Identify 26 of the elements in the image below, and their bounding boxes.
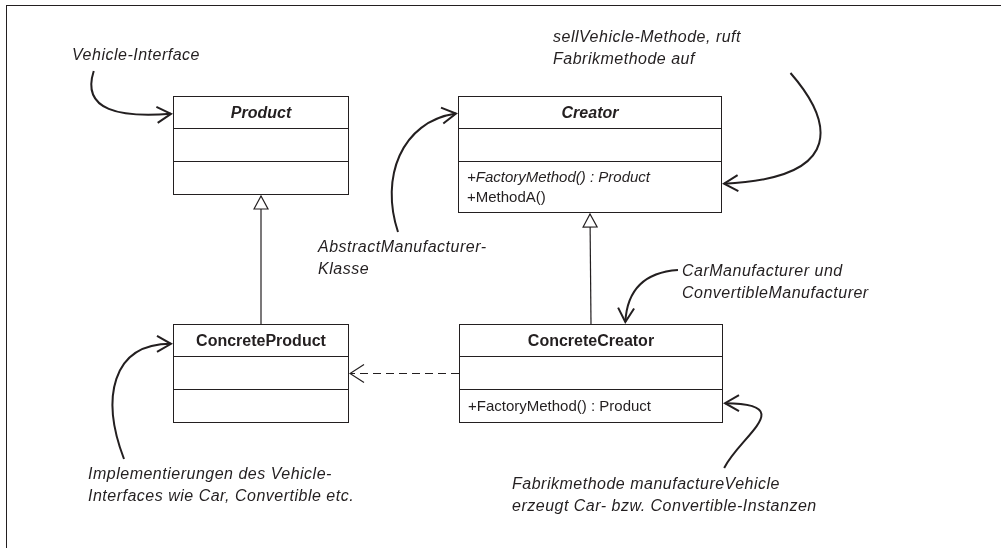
leader-arrow [617,269,679,323]
operation-text: +MethodA() [467,187,547,207]
class-name: Creator [561,102,619,123]
operation-text: +FactoryMethod() : Product [468,396,652,416]
class-box [173,324,349,423]
class-name: ConcreteCreator [527,330,655,351]
annotation-text: sellVehicle-Methode, ruft Fabrikmethode auf [553,26,803,70]
class-name: ConcreteProduct [196,330,326,351]
annotation-text: Fabrikmethode manufactureVehicle erzeugt Car- bzw. Convertible-Instanzen [512,473,824,517]
annotation-text: Implementierungen des Vehicle-Interfaces wie Car, Convertible etc. [88,463,388,507]
class-name: Product [230,102,292,123]
leader-arrow [390,107,457,233]
class-box [459,324,723,423]
operation-text: +FactoryMethod() : Product [467,167,652,187]
annotation-text: CarManufacturer und ConvertibleManufacturer [682,260,892,304]
leader-arrow [90,70,172,124]
leader-arrow [111,335,172,460]
leader-arrow [723,72,822,192]
inheritance-arrow [582,213,598,325]
inheritance-arrow [253,195,269,325]
class-box [173,96,349,195]
dependency-arrow [349,363,460,384]
annotation-text: Vehicle-Interface [72,44,200,66]
annotation-text: AbstractManufacturer-Klasse [318,236,518,280]
class-box [458,96,722,213]
leader-arrow [723,394,763,469]
